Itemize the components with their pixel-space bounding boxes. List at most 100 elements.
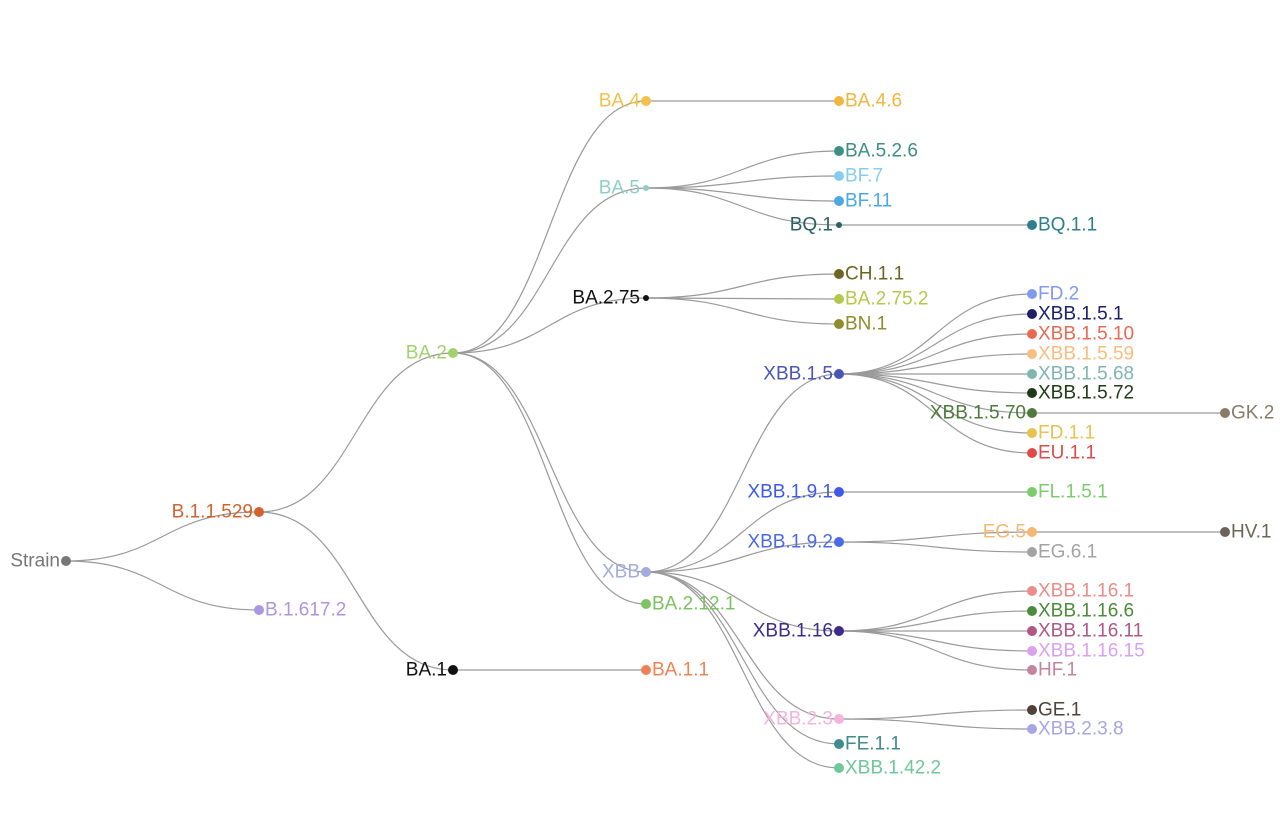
- node-dot[interactable]: [254, 605, 264, 615]
- node-dot[interactable]: [836, 222, 842, 228]
- node-dot[interactable]: [1027, 329, 1037, 339]
- node-dot[interactable]: [1027, 626, 1037, 636]
- node-dot[interactable]: [1027, 724, 1037, 734]
- node-dot[interactable]: [1027, 428, 1037, 438]
- node-dot[interactable]: [1220, 527, 1230, 537]
- tree-node-ba275[interactable]: BA.2.75: [572, 288, 649, 309]
- tree-node-xbb1572[interactable]: XBB.1.5.72: [1027, 383, 1134, 404]
- tree-node-xbb1161[interactable]: XBB.1.16.1: [1027, 581, 1134, 602]
- node-dot[interactable]: [834, 487, 844, 497]
- tree-node-gk2[interactable]: GK.2: [1220, 403, 1274, 424]
- tree-node-eg5[interactable]: EG.5: [983, 522, 1037, 543]
- node-dot[interactable]: [834, 269, 844, 279]
- tree-node-eu11[interactable]: EU.1.1: [1027, 443, 1096, 464]
- tree-node-bn1[interactable]: BN.1: [834, 314, 887, 335]
- node-dot[interactable]: [834, 146, 844, 156]
- tree-node-eg61[interactable]: EG.6.1: [1027, 542, 1097, 563]
- tree-node-bf11[interactable]: BF.11: [834, 191, 892, 212]
- node-dot[interactable]: [1027, 408, 1037, 418]
- tree-node-xbb1166[interactable]: XBB.1.16.6: [1027, 601, 1134, 622]
- tree-node-xbb11615[interactable]: XBB.1.16.15: [1027, 641, 1145, 662]
- node-dot[interactable]: [1027, 646, 1037, 656]
- node-dot[interactable]: [1027, 527, 1037, 537]
- tree-node-hf1[interactable]: HF.1: [1027, 660, 1077, 681]
- node-dot[interactable]: [1027, 349, 1037, 359]
- tree-node-ba526[interactable]: BA.5.2.6: [834, 141, 918, 162]
- node-dot[interactable]: [834, 294, 844, 304]
- node-dot[interactable]: [1027, 388, 1037, 398]
- tree-node-ba11[interactable]: BA.1.1: [641, 660, 709, 681]
- node-dot[interactable]: [641, 599, 651, 609]
- node-dot[interactable]: [1027, 309, 1037, 319]
- tree-node-fe11[interactable]: FE.1.1: [834, 734, 901, 755]
- tree-node-ch11[interactable]: CH.1.1: [834, 264, 904, 285]
- node-dot[interactable]: [1027, 369, 1037, 379]
- tree-node-xbb[interactable]: XBB: [602, 562, 651, 583]
- node-dot[interactable]: [448, 665, 458, 675]
- tree-node-ba1[interactable]: BA.1: [406, 660, 458, 681]
- node-dot[interactable]: [1027, 665, 1037, 675]
- node-dot[interactable]: [643, 185, 649, 191]
- node-dot[interactable]: [1027, 547, 1037, 557]
- node-dot[interactable]: [834, 96, 844, 106]
- node-dot[interactable]: [1220, 408, 1230, 418]
- node-dot[interactable]: [834, 626, 844, 636]
- node-dot[interactable]: [254, 507, 264, 517]
- node-dot[interactable]: [834, 171, 844, 181]
- node-label: XBB.2.3.8: [1038, 719, 1124, 740]
- node-dot[interactable]: [1027, 448, 1037, 458]
- node-dot[interactable]: [1027, 487, 1037, 497]
- tree-node-fd11[interactable]: FD.1.1: [1027, 423, 1095, 444]
- node-dot[interactable]: [1027, 606, 1037, 616]
- tree-node-xbb238[interactable]: XBB.2.3.8: [1027, 719, 1124, 740]
- node-dot[interactable]: [1027, 705, 1037, 715]
- tree-node-bq11[interactable]: BQ.1.1: [1027, 215, 1097, 236]
- tree-node-fd2[interactable]: FD.2: [1027, 284, 1079, 305]
- node-dot[interactable]: [834, 319, 844, 329]
- tree-node-xbb192[interactable]: XBB.1.9.2: [747, 532, 844, 553]
- node-dot[interactable]: [834, 714, 844, 724]
- node-dot[interactable]: [641, 96, 651, 106]
- tree-node-b16172[interactable]: B.1.617.2: [254, 600, 346, 621]
- tree-node-b11529[interactable]: B.1.1.529: [172, 502, 264, 523]
- tree-node-hv1[interactable]: HV.1: [1220, 522, 1272, 543]
- tree-node-xbb1559[interactable]: XBB.1.5.59: [1027, 344, 1134, 365]
- node-dot[interactable]: [1027, 220, 1037, 230]
- tree-node-ge1[interactable]: GE.1: [1027, 700, 1081, 721]
- tree-node-xbb1568[interactable]: XBB.1.5.68: [1027, 364, 1134, 385]
- node-dot[interactable]: [641, 567, 651, 577]
- tree-link-ba526: [645, 150, 840, 189]
- tree-node-xbb23[interactable]: XBB.2.3: [763, 709, 844, 730]
- tree-node-xbb11611[interactable]: XBB.1.16.11: [1027, 621, 1143, 642]
- tree-node-bq1[interactable]: BQ.1: [790, 215, 842, 236]
- node-dot[interactable]: [834, 196, 844, 206]
- tree-node-xbb1570[interactable]: XBB.1.5.70: [930, 403, 1037, 424]
- node-dot[interactable]: [448, 348, 458, 358]
- node-dot[interactable]: [643, 295, 649, 301]
- tree-node-ba2[interactable]: BA.2: [406, 343, 458, 364]
- tree-node-xbb1422[interactable]: XBB.1.42.2: [834, 758, 941, 779]
- node-dot[interactable]: [61, 556, 71, 566]
- tree-node-xbb15[interactable]: XBB.1.5: [763, 364, 844, 385]
- tree-node-xbb116[interactable]: XBB.1.16: [753, 621, 844, 642]
- tree-node-ba2752[interactable]: BA.2.75.2: [834, 289, 928, 310]
- tree-node-xbb151[interactable]: XBB.1.5.1: [1027, 304, 1124, 325]
- node-dot[interactable]: [834, 369, 844, 379]
- tree-node-ba5[interactable]: BA.5: [599, 178, 649, 199]
- tree-node-bf7[interactable]: BF.7: [834, 166, 883, 187]
- tree-node-fl151[interactable]: FL.1.5.1: [1027, 482, 1108, 503]
- node-label: HV.1: [1231, 522, 1272, 543]
- tree-node-ba46[interactable]: BA.4.6: [834, 91, 902, 112]
- tree-node-ba4[interactable]: BA.4: [599, 91, 651, 112]
- tree-link-xbb1572: [838, 373, 1033, 394]
- node-dot[interactable]: [834, 537, 844, 547]
- tree-node-ba2121[interactable]: BA.2.12.1: [641, 594, 735, 615]
- node-dot[interactable]: [834, 739, 844, 749]
- tree-node-strain[interactable]: Strain: [10, 551, 71, 572]
- node-dot[interactable]: [1027, 586, 1037, 596]
- node-dot[interactable]: [641, 665, 651, 675]
- node-dot[interactable]: [1027, 289, 1037, 299]
- tree-node-xbb1510[interactable]: XBB.1.5.10: [1027, 324, 1134, 345]
- node-dot[interactable]: [834, 763, 844, 773]
- tree-node-xbb191[interactable]: XBB.1.9.1: [747, 482, 844, 503]
